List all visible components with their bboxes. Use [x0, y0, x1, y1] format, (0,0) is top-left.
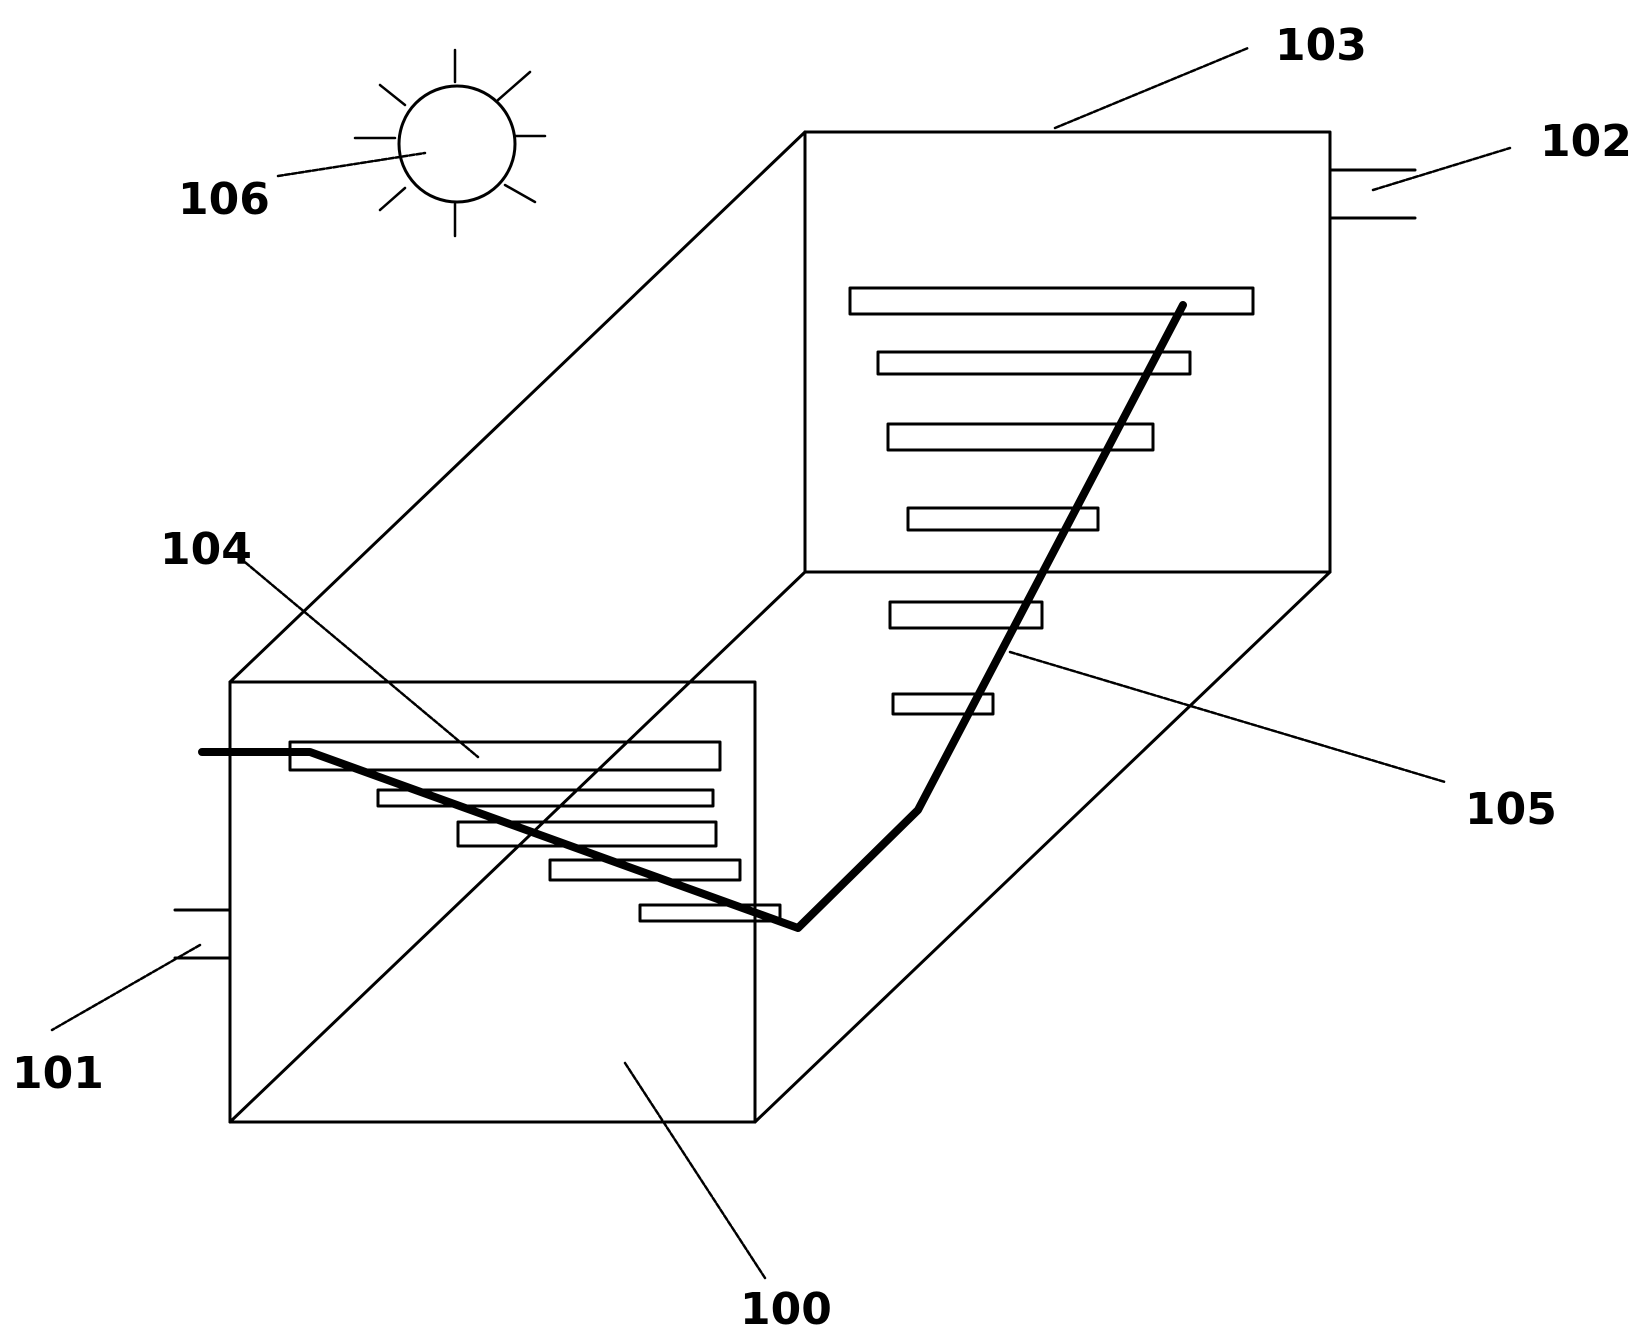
leader-100	[623, 1061, 767, 1280]
back-plate	[886, 422, 1155, 452]
front-plate	[456, 820, 718, 848]
flow-channel	[198, 301, 1187, 932]
leader-103	[1053, 46, 1250, 130]
leader-105	[1008, 650, 1447, 784]
leader-102	[1371, 146, 1512, 192]
back-plate	[891, 692, 995, 716]
inlet-pipe	[173, 906, 232, 912]
front-plate	[638, 903, 782, 923]
label-sun: 106	[178, 174, 270, 225]
back-plate	[876, 350, 1192, 376]
leader-101	[50, 943, 202, 1032]
label-outlet: 102	[1540, 116, 1632, 167]
label-plates: 104	[160, 524, 252, 575]
back-plate	[848, 286, 1255, 316]
edge-top-left	[228, 130, 807, 684]
front-plate	[548, 858, 742, 882]
label-top-cover: 103	[1275, 20, 1367, 71]
edge-bottom-right	[753, 570, 1332, 1124]
back-face	[803, 130, 1332, 574]
sun-rays	[353, 48, 547, 238]
sun-icon	[397, 84, 517, 204]
label-channel: 105	[1465, 784, 1557, 835]
leader-104	[238, 556, 480, 759]
back-plate	[888, 600, 1044, 630]
leader-lines	[50, 46, 1512, 1280]
back-plate	[906, 506, 1100, 532]
front-face	[228, 680, 757, 1124]
label-box: 100	[740, 1284, 832, 1335]
label-inlet: 101	[12, 1048, 104, 1099]
inlet-pipe-lower	[173, 956, 232, 962]
leader-106	[276, 151, 427, 178]
front-plate	[376, 788, 715, 808]
